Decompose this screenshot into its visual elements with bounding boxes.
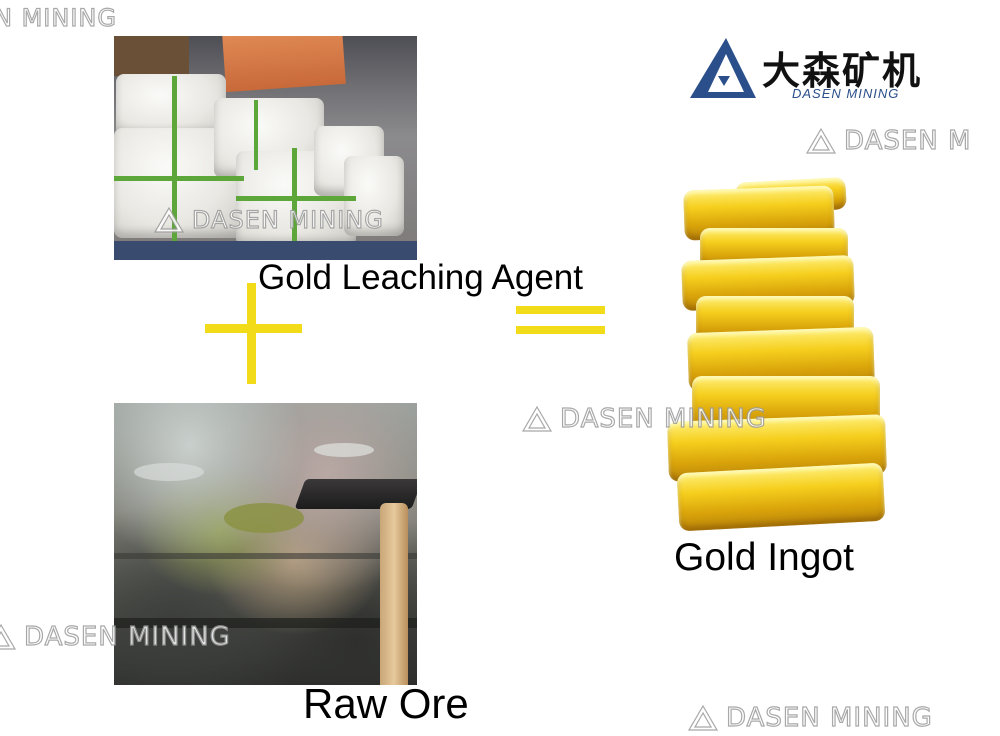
dasen-triangle-icon (806, 128, 836, 154)
watermark-center: DASEN MINING (522, 403, 767, 435)
dasen-logo-icon (690, 38, 756, 98)
dasen-triangle-icon (0, 624, 16, 650)
watermark-bottom-right: DASEN MINING (688, 702, 933, 734)
watermark-left-lower: DASEN MINING (0, 621, 231, 653)
dasen-triangle-icon (688, 705, 718, 731)
raw-ore-label: Raw Ore (303, 680, 469, 727)
watermark-right-upper: DASEN M (806, 125, 971, 157)
gold-leaching-agent-photo: DASEN MINING (114, 36, 417, 260)
watermark-agent-photo: DASEN MINING (154, 205, 384, 235)
logo-chinese-text: 大森矿机 (762, 49, 923, 93)
gold-ingot-photo (662, 177, 898, 532)
gold-leaching-agent-label: Gold Leaching Agent (258, 258, 583, 297)
raw-ore-photo (114, 403, 417, 685)
dasen-triangle-icon (522, 406, 552, 432)
dasen-logo: 大森矿机 DASEN MINING (688, 36, 938, 106)
watermark-top-left: N MINING (0, 3, 117, 32)
gold-ingot-label: Gold Ingot (674, 536, 854, 579)
dasen-triangle-icon (154, 207, 184, 233)
logo-english-text: DASEN MINING (792, 86, 900, 101)
